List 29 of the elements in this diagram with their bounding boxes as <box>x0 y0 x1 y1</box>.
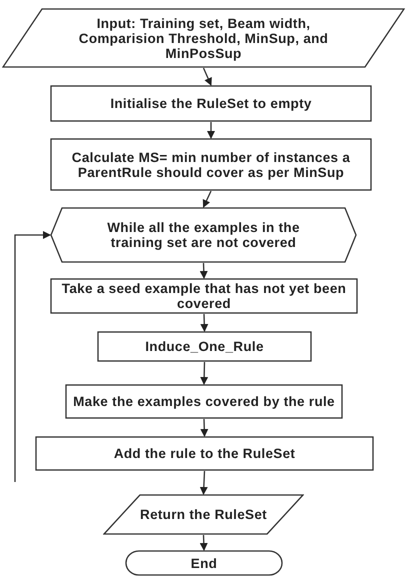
arrow <box>200 262 208 279</box>
io-parallelogram <box>2 8 405 68</box>
node-text: Make the examples covered by the rule <box>73 394 335 409</box>
node-text: Induce_One_Rule <box>145 339 264 354</box>
process-box <box>97 331 312 362</box>
arrow <box>200 470 208 495</box>
process-box <box>35 436 374 471</box>
process-box <box>50 85 372 122</box>
node-text: End <box>190 556 218 570</box>
node-text: Input: Training set, Beam width, Comparision Threshold, MinSup, and MinPosSup <box>78 16 330 60</box>
loop-hexagon <box>50 207 357 263</box>
arrow <box>14 231 51 482</box>
node-text: While all the examples in the training set are not covered <box>106 220 301 250</box>
arrow <box>207 122 215 139</box>
arrow <box>200 314 208 332</box>
process-box <box>50 138 372 191</box>
arrow <box>202 68 212 86</box>
node-text: Take a seed example that has not yet been covered <box>60 281 348 311</box>
io-parallelogram <box>103 494 304 535</box>
arrow <box>200 418 208 437</box>
arrow <box>200 362 208 385</box>
arrow <box>200 534 208 551</box>
process-box <box>65 384 343 419</box>
node-text: Calculate MS= min number of instances a ParentRule should cover as per MinSup <box>70 150 352 180</box>
process-box <box>50 278 358 314</box>
node-text: Initialise the RuleSet to empty <box>110 96 312 111</box>
node-text: Return the RuleSet <box>140 507 267 522</box>
node-text: Add the rule to the RuleSet <box>114 446 296 461</box>
arrow <box>202 190 212 208</box>
